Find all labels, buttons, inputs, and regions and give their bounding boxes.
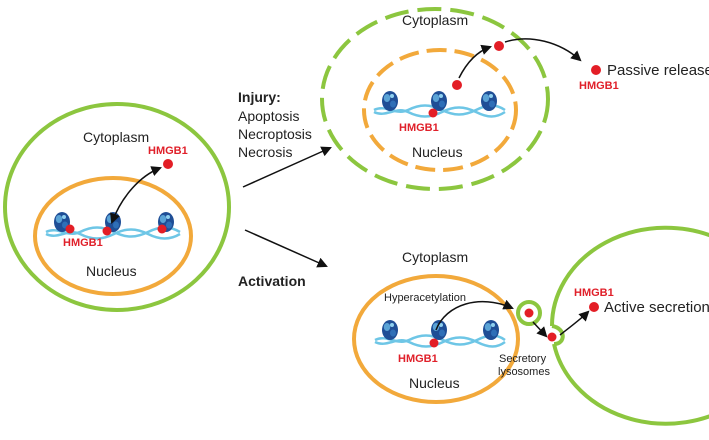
active-secretion-arrow: [559, 310, 590, 336]
injured-chromatin: [373, 91, 506, 118]
histone: [382, 320, 398, 340]
injury-item-apoptosis: Apoptosis: [238, 108, 299, 124]
activated-hmgb1-nucleus-label: HMGB1: [398, 353, 438, 365]
hyperacetylation-arrow: [435, 299, 514, 331]
histone: [431, 91, 447, 111]
injured-cell: Cytoplasm Nucleus HMGB1 HMGB1 Passive re…: [320, 7, 709, 191]
histone: [382, 91, 398, 111]
injured-hmgb1-released-label: HMGB1: [579, 80, 619, 92]
hmgb1-dot: [102, 226, 112, 236]
hmgb1-dot-released: [591, 65, 601, 75]
hmgb1-dot-escaping: [494, 41, 504, 51]
activated-hmgb1-secreted-label: HMGB1: [574, 287, 614, 299]
activation-arrow: [244, 229, 328, 268]
hmgb1-dot: [428, 108, 438, 118]
normal-hmgb1-nucleus-label: HMGB1: [63, 237, 103, 249]
normal-hmgb1-cytoplasm-label: HMGB1: [148, 145, 188, 157]
hmgb1-dot: [65, 224, 75, 234]
injury-label-block: Injury: Apoptosis Necroptosis Necrosis: [238, 89, 312, 160]
activated-cell: Cytoplasm Nucleus Hyperacetylation HMGB1…: [352, 225, 709, 426]
injured-cytoplasm-label: Cytoplasm: [402, 12, 468, 28]
hmgb1-dot-cytoplasm: [163, 159, 173, 169]
hmgb1-dot-escaping: [452, 80, 462, 90]
histone: [483, 320, 499, 340]
injury-item-necrosis: Necrosis: [238, 144, 292, 160]
secretory-lysosome: [516, 300, 542, 326]
injured-nucleus-label: Nucleus: [412, 144, 463, 160]
activated-cell-membrane: [550, 225, 709, 426]
vesicle-transport-arrow: [532, 321, 548, 338]
activated-chromatin: [374, 320, 506, 348]
normal-nucleus-label: Nucleus: [86, 263, 137, 279]
injured-hmgb1-nucleus-label: HMGB1: [399, 122, 439, 134]
hmgb1-dot-fusing: [547, 332, 557, 342]
passive-release-label: Passive release: [607, 62, 709, 79]
passive-release-arrow: [504, 38, 582, 62]
activation-title: Activation: [238, 273, 306, 289]
hyperacetylation-label: Hyperacetylation: [384, 292, 466, 304]
dna-strand: [374, 336, 506, 348]
secretory-lysosomes-label-line2: lysosomes: [498, 366, 550, 378]
normal-cell: Cytoplasm Nucleus HMGB1 HMGB1: [3, 102, 231, 312]
injured-nuclear-membrane-broken: [362, 48, 518, 172]
hmgb1-dot-secreted: [589, 302, 599, 312]
activated-nuclear-membrane: [352, 274, 520, 404]
injury-item-necroptosis: Necroptosis: [238, 126, 312, 142]
membrane-fusion-cup: [551, 324, 565, 346]
hmgb1-dot: [157, 224, 167, 234]
injury-arrow: [242, 146, 332, 188]
normal-cytoplasm-label: Cytoplasm: [83, 129, 149, 145]
active-secretion-label: Active secretion: [604, 299, 709, 316]
injury-title: Injury:: [238, 89, 281, 105]
shuttle-arrow: [110, 166, 162, 224]
hmgb1-dot-vesicle: [524, 308, 534, 318]
secretory-lysosomes-label-line1: Secretory: [499, 353, 547, 365]
activated-nucleus-label: Nucleus: [409, 375, 460, 391]
dna-strand: [373, 106, 506, 118]
activated-cytoplasm-label: Cytoplasm: [402, 249, 468, 265]
injured-cell-membrane-broken: [320, 7, 550, 191]
hmgb1-dot: [429, 338, 439, 348]
histone: [481, 91, 497, 111]
escape-arrow: [458, 44, 492, 79]
normal-cell-membrane: [3, 102, 231, 312]
